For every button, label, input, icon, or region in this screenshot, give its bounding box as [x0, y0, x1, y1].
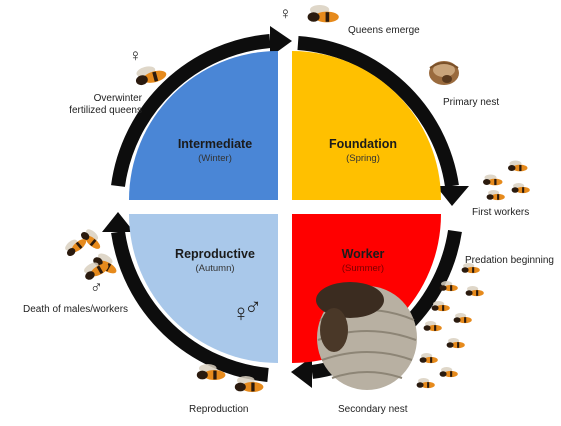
hornet-icon [307, 4, 339, 23]
quadrant-reproductive-season: (Autumn) [195, 263, 235, 274]
male-female-symbol-reproductive: ♀ ♂ [232, 296, 270, 330]
label-death-males-workers: Death of males/workers [23, 304, 129, 315]
arrowhead-left-bottom [291, 357, 312, 388]
label-secondary-nest: Secondary nest [338, 404, 408, 415]
hornet-icon [465, 286, 484, 297]
quadrant-intermediate [129, 51, 278, 200]
hornet-icon [196, 364, 226, 380]
label-predation-beginning: Predation beginning [465, 255, 554, 266]
quadrant-foundation-season: (Spring) [346, 153, 380, 164]
arrowhead-right-top [270, 26, 292, 57]
hornet-icon [81, 229, 101, 249]
hornet-group [65, 4, 530, 392]
hornet-icon [135, 66, 167, 86]
quadrant-foundation [292, 51, 441, 200]
hornet-icon [423, 321, 442, 332]
label-first-workers: First workers [472, 207, 530, 218]
ring-arc-top-right [297, 36, 459, 188]
hornet-icon [416, 378, 435, 389]
female-symbol-overwinter: ♀ [129, 46, 142, 65]
female-symbol-reproductive: ♀ [232, 300, 250, 327]
hornet-icon [439, 367, 458, 378]
secondary-nest-image [316, 282, 417, 390]
label-overwinter-line1: Overwinter [93, 93, 142, 104]
ring-arc-bottom-left [111, 230, 269, 382]
male-symbol-death: ♂ [90, 278, 103, 297]
arrowhead-down-right [436, 186, 469, 206]
female-symbol-top: ♀ [279, 4, 292, 23]
hornet-icon [486, 190, 505, 201]
hornet-icon [431, 301, 450, 312]
hornet-icon [234, 376, 264, 392]
hornet-icon [439, 281, 458, 292]
quadrant-intermediate-title: Intermediate [177, 137, 253, 151]
label-queens-emerge: Queens emerge [348, 25, 420, 36]
quadrant-reproductive-title: Reproductive [175, 247, 255, 261]
male-symbol-reproductive: ♂ [244, 294, 262, 321]
hornet-icon [446, 338, 465, 349]
quadrant-intermediate-season: (Winter) [198, 153, 232, 164]
hornet-icon [419, 353, 438, 364]
quadrant-reproductive [129, 214, 278, 363]
hornet-icon [453, 313, 472, 324]
quadrant-worker-season: (Summer) [341, 263, 385, 274]
label-overwinter-line2: fertilized queens [69, 105, 142, 116]
hornet-icon [84, 262, 109, 280]
primary-nest-image [429, 61, 459, 85]
arrowhead-up-left [102, 212, 134, 232]
cycle-arrowheads [102, 26, 469, 388]
hornet-icon [508, 160, 528, 172]
quadrant-foundation-title: Foundation [328, 137, 398, 151]
hornet-icon [483, 174, 503, 186]
ring-arc-top-left [111, 34, 271, 187]
quadrant-worker-title: Worker [341, 247, 385, 261]
hornet-icon [65, 239, 87, 257]
label-primary-nest: Primary nest [443, 97, 500, 108]
hornet-icon [461, 263, 480, 274]
hornet-icon [511, 183, 530, 194]
label-reproduction: Reproduction [189, 404, 249, 415]
